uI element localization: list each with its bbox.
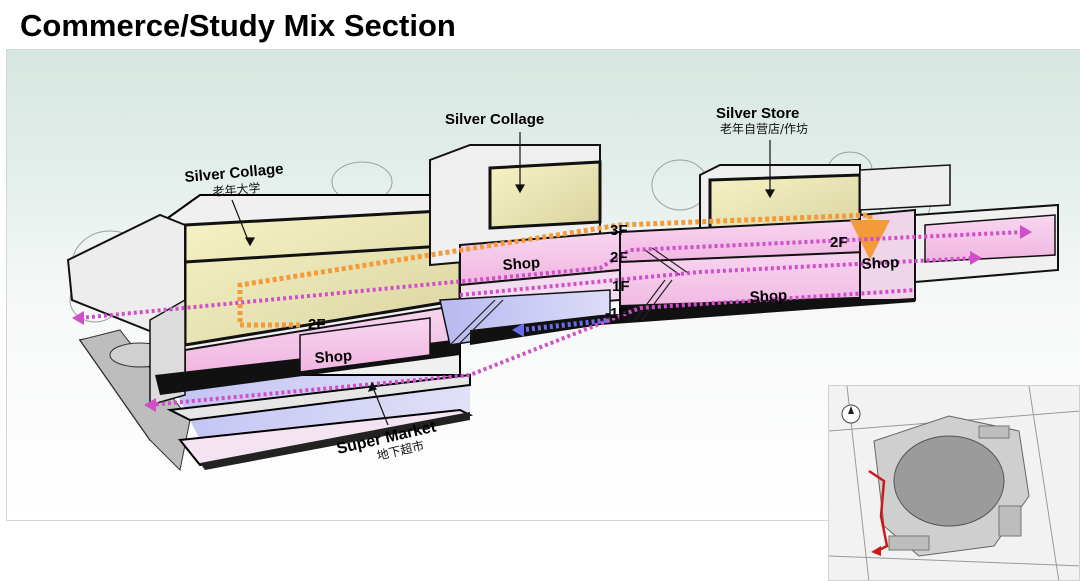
highlight-route — [868, 469, 889, 553]
page-title: Commerce/Study Mix Section — [20, 8, 456, 43]
arrow-right-icon — [970, 225, 1032, 265]
super-market-zone — [166, 360, 474, 470]
shop-label: Shop — [502, 254, 541, 274]
ramp-structure — [78, 329, 191, 472]
left-collage-block — [66, 194, 462, 406]
floor-label-b1f: -1F — [605, 305, 628, 322]
orange-circulation-path — [237, 212, 890, 328]
floor-label-2f: 2F — [610, 249, 628, 266]
floor-label-2f-left: 2F — [308, 316, 326, 333]
floor-label-2f-right: 2F — [830, 234, 848, 251]
center-collage-block — [429, 144, 621, 346]
arrow-left-icon — [72, 311, 524, 412]
circulation-arrows — [79, 212, 1026, 407]
escalator-icon — [449, 247, 689, 346]
ground-slab — [470, 298, 915, 345]
label-silver-collage-left-cn: 老年大学 — [212, 180, 261, 199]
shop-label: Shop — [314, 347, 353, 367]
shop-label: Shop — [861, 254, 899, 273]
site-map — [829, 386, 1079, 580]
floor-label-3f: 3F — [610, 222, 628, 239]
route-arrow-icon — [871, 546, 881, 556]
central-garden — [893, 435, 1005, 527]
site-minimap — [828, 385, 1080, 581]
label-silver-collage-center: Silver Collage — [445, 111, 544, 128]
floor-label-1f: 1F — [612, 278, 630, 295]
label-silver-store: Silver Store — [716, 105, 799, 122]
label-silver-store-cn: 老年自营店/作坊 — [720, 121, 808, 136]
leader-lines — [231, 132, 776, 426]
compass-icon — [841, 404, 861, 424]
shop-label: Shop — [749, 287, 787, 306]
magenta-circulation-mid — [459, 256, 976, 297]
